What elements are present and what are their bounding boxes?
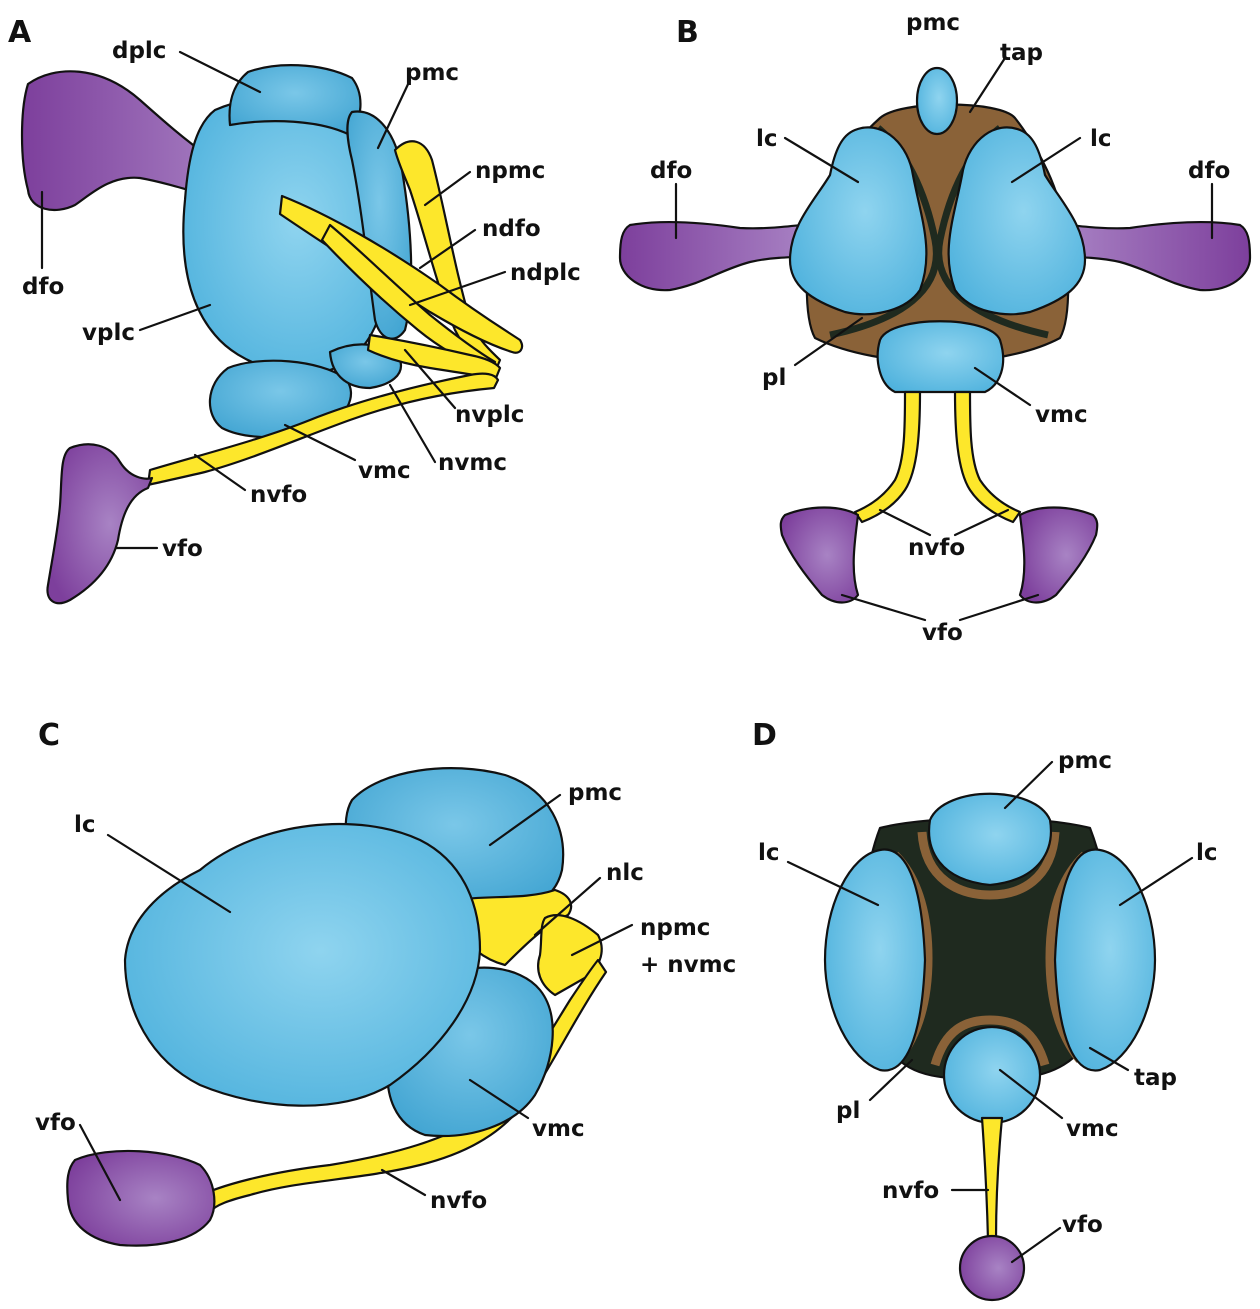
label-a-ndplc: ndplc	[510, 260, 581, 286]
label-a-vmc: vmc	[358, 458, 411, 484]
lead-b-nvfo-left	[880, 510, 930, 535]
label-a-ndfo: ndfo	[482, 216, 541, 242]
panel-d: D pmc lc lc tap pl vmc nvfo	[752, 718, 1218, 1300]
lead-b-vfo-left	[842, 595, 925, 620]
label-a-dplc: dplc	[112, 38, 166, 64]
label-a-nvplc: nvplc	[455, 402, 524, 428]
lc-left-shape-b	[790, 127, 926, 314]
label-b-dfo-left: dfo	[650, 158, 692, 184]
label-d-pl: pl	[836, 1098, 860, 1124]
label-c-vmc: vmc	[532, 1116, 585, 1142]
vfo-shape-a	[47, 444, 152, 603]
lc-left-shape-d	[825, 850, 925, 1071]
label-c-pmc: pmc	[568, 780, 622, 806]
panel-b-letter: B	[676, 15, 699, 50]
label-b-vmc: vmc	[1035, 402, 1088, 428]
vfo-right-shape-b	[1020, 508, 1097, 603]
label-d-nvfo: nvfo	[882, 1178, 939, 1204]
label-a-nvfo: nvfo	[250, 482, 307, 508]
nvfo-nerve-b-left	[855, 392, 920, 522]
vfo-shape-c	[67, 1151, 214, 1246]
label-a-npmc: npmc	[475, 158, 545, 184]
label-c-vfo: vfo	[35, 1110, 76, 1136]
nvfo-nerve-b-right	[955, 392, 1020, 522]
label-d-tap: tap	[1134, 1065, 1177, 1091]
label-c-lc: lc	[74, 812, 96, 838]
label-b-vfo: vfo	[922, 620, 963, 646]
label-b-nvfo: nvfo	[908, 535, 965, 561]
label-c-nlc: nlc	[606, 860, 644, 886]
lead-a-pmc	[378, 80, 410, 148]
panel-c: C lc pmc nlc npmc + nvmc vmc vfo nvfo	[35, 718, 736, 1246]
label-b-tap: tap	[1000, 40, 1043, 66]
label-b-pl: pl	[762, 365, 786, 391]
label-a-vplc: vplc	[82, 320, 135, 346]
vmc-shape-d	[944, 1027, 1040, 1123]
panel-c-letter: C	[38, 718, 60, 753]
lead-a-vplc	[140, 305, 210, 330]
label-d-lc-right: lc	[1196, 840, 1218, 866]
panel-b: B pmc tap l	[620, 10, 1250, 646]
panel-d-letter: D	[752, 718, 777, 753]
label-d-vmc: vmc	[1066, 1116, 1119, 1142]
lead-b-vfo-right	[960, 595, 1038, 620]
lead-d-vfo	[1012, 1228, 1060, 1262]
vmc-shape-b	[878, 321, 1003, 392]
label-b-lc-left: lc	[756, 126, 778, 152]
vfo-left-shape-b	[781, 508, 858, 603]
pmc-shape-b	[917, 68, 957, 134]
label-a-vfo: vfo	[162, 536, 203, 562]
panel-a: A dplc pmc n	[8, 15, 581, 603]
lc-right-shape-d	[1055, 850, 1155, 1071]
lead-c-nvfo	[382, 1170, 425, 1195]
label-c-nvfo: nvfo	[430, 1188, 487, 1214]
lc-right-shape-b	[949, 127, 1085, 314]
label-b-lc-right: lc	[1090, 126, 1112, 152]
label-a-dfo: dfo	[22, 274, 64, 300]
label-a-nvmc: nvmc	[438, 450, 507, 476]
vfo-shape-d	[960, 1236, 1024, 1300]
label-b-dfo-right: dfo	[1188, 158, 1230, 184]
label-d-vfo: vfo	[1062, 1212, 1103, 1238]
label-a-pmc: pmc	[405, 60, 459, 86]
label-d-lc-left: lc	[758, 840, 780, 866]
label-c-nvmc: + nvmc	[640, 952, 736, 978]
panel-a-letter: A	[8, 15, 32, 50]
nvfo-nerve-d	[982, 1118, 1002, 1240]
label-b-pmc: pmc	[906, 10, 960, 36]
label-d-pmc: pmc	[1058, 748, 1112, 774]
lead-b-nvfo-right	[955, 510, 1008, 535]
label-c-npmc: npmc	[640, 915, 710, 941]
lead-b-tap	[970, 58, 1005, 112]
